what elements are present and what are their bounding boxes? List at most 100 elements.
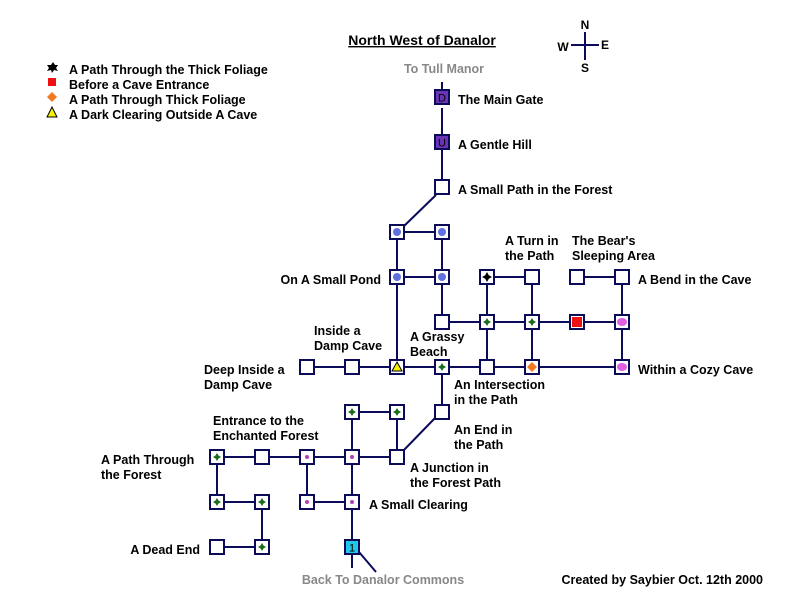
label-bend-cave: A Bend in the Cave: [638, 273, 751, 287]
black-star-icon: [482, 272, 492, 282]
room-forest-empty: [254, 449, 270, 465]
credit-text: Created by Saybier Oct. 12th 2000: [562, 573, 764, 587]
room-start-letter: 1: [349, 543, 355, 555]
room-bears-sleeping-area: [569, 269, 585, 285]
green-star-icon: [483, 318, 491, 326]
label-junction-1: A Junction in: [410, 461, 489, 475]
room-cozy-cave: [614, 359, 630, 375]
room-pond-nw: [389, 224, 405, 240]
label-cozy-cave: Within a Cozy Cave: [638, 363, 753, 377]
blue-dot-icon: [393, 228, 401, 236]
room-labels: To Tull Manor The Main Gate A Gentle Hil…: [101, 62, 763, 587]
green-star-icon: [528, 318, 536, 326]
legend-label-2: Before a Cave Entrance: [69, 78, 209, 92]
room-main-gate: D: [434, 89, 450, 105]
room-pond-ne: [434, 224, 450, 240]
room-bend-in-cave: [614, 269, 630, 285]
label-deep-inside-1: Deep Inside a: [204, 363, 286, 377]
room-forest-e: [209, 494, 225, 510]
room-end-in-path: [434, 404, 450, 420]
room-small-path: [434, 179, 450, 195]
red-square-icon: [48, 78, 56, 86]
room-forest-d: [389, 404, 405, 420]
label-turn-1: A Turn in: [505, 234, 558, 248]
blue-dot-icon: [438, 273, 446, 281]
room-turn-in-path: [524, 269, 540, 285]
green-star-icon: [213, 498, 221, 506]
green-star-icon: [258, 543, 266, 551]
legend-label-1: A Path Through the Thick Foliage: [69, 63, 268, 77]
room-deep-inside-damp-cave: [299, 359, 315, 375]
room-enchanted-entrance: [299, 449, 315, 465]
green-star-icon: [258, 498, 266, 506]
small-pink-dot-icon: [305, 500, 309, 504]
compass-west: W: [557, 40, 569, 54]
room-enchanted-c: [299, 494, 315, 510]
label-entrance-2: Enchanted Forest: [213, 429, 319, 443]
room-grassy-beach-north: [434, 314, 450, 330]
small-pink-dot-icon: [350, 455, 354, 459]
legend: A Path Through the Thick Foliage Before …: [46, 62, 268, 122]
room-gentle-hill: U: [434, 134, 450, 150]
label-main-gate: The Main Gate: [458, 93, 543, 107]
pink-dot-icon: [617, 363, 627, 371]
room-small-clearing: [344, 494, 360, 510]
small-pink-dot-icon: [305, 455, 309, 459]
small-pink-dot-icon: [350, 500, 354, 504]
yellow-triangle-icon: [46, 105, 58, 118]
room-junction: [389, 449, 405, 465]
room-pond-se: [434, 269, 450, 285]
label-path-forest-2: the Forest: [101, 468, 162, 482]
label-path-forest-1: A Path Through: [101, 453, 194, 467]
compass-rose: N S E W: [557, 18, 609, 75]
green-star-icon: [348, 408, 356, 416]
room-path-through-forest: [209, 449, 225, 465]
exit-south-label: Back To Danalor Commons: [302, 573, 464, 587]
room-inside-damp-cave: [344, 359, 360, 375]
room-dead-end: [209, 539, 225, 555]
label-deep-inside-2: Damp Cave: [204, 378, 272, 392]
orange-diamond-icon: [527, 362, 537, 372]
room-forest-c: [344, 404, 360, 420]
green-star-icon: [393, 408, 401, 416]
label-small-path: A Small Path in the Forest: [458, 183, 613, 197]
legend-label-3: A Path Through Thick Foliage: [69, 93, 246, 107]
blue-dot-icon: [438, 228, 446, 236]
label-inside-damp-1: Inside a: [314, 324, 362, 338]
label-turn-2: the Path: [505, 249, 554, 263]
label-grassy-2: Beach: [410, 345, 448, 359]
compass-south: S: [581, 61, 589, 75]
label-small-clearing: A Small Clearing: [369, 498, 468, 512]
room-main-gate-letter: D: [438, 93, 446, 105]
label-end-1: An End in: [454, 423, 512, 437]
label-intersection-1: An Intersection: [454, 378, 545, 392]
room-cave-pink: [614, 314, 630, 330]
room-intersection: [479, 359, 495, 375]
pink-dot-icon: [617, 318, 627, 326]
map-connections: [216, 82, 623, 573]
label-grassy-1: A Grassy: [410, 330, 464, 344]
room-dark-clearing: [389, 359, 405, 375]
room-forest-f: [254, 494, 270, 510]
label-dead-end: A Dead End: [130, 543, 200, 557]
label-bear-1: The Bear's: [572, 234, 635, 248]
label-gentle-hill: A Gentle Hill: [458, 138, 532, 152]
label-bear-2: Sleeping Area: [572, 249, 656, 263]
room-forest-a: [479, 314, 495, 330]
compass-north: N: [581, 18, 590, 32]
label-small-pond: On A Small Pond: [281, 273, 381, 287]
label-end-2: the Path: [454, 438, 503, 452]
label-entrance-1: Entrance to the: [213, 414, 304, 428]
map-rooms: D U 1: [209, 89, 630, 555]
label-intersection-2: in the Path: [454, 393, 518, 407]
orange-diamond-icon: [47, 92, 57, 102]
room-thick-foliage-path: [524, 359, 540, 375]
room-grassy-beach: [434, 359, 450, 375]
compass-east: E: [601, 38, 609, 52]
room-gentle-hill-letter: U: [438, 138, 446, 150]
black-star-icon: [47, 62, 58, 73]
room-forest-b: [524, 314, 540, 330]
green-star-icon: [438, 363, 446, 371]
room-thick-foliage: [479, 269, 495, 285]
